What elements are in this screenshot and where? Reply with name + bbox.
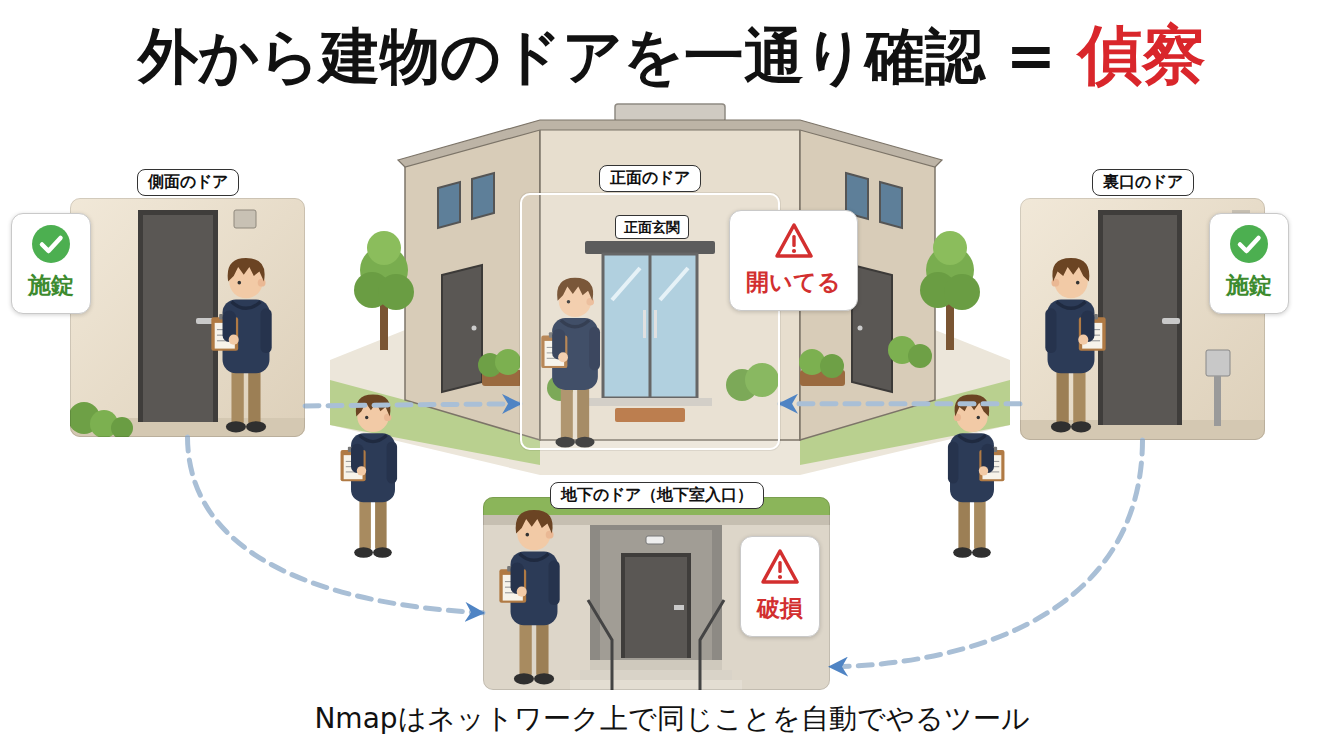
alert-callout: 破損 xyxy=(740,536,820,637)
alert-callout: 開いてる xyxy=(729,210,858,311)
front-door-panel: 正面のドア正面玄関開いてる xyxy=(520,193,780,450)
walk-arrow xyxy=(830,440,1143,667)
title-text: 外から建物のドアを一通り確認 = xyxy=(138,17,1056,98)
door-panel: 側面のドア施錠 xyxy=(70,198,305,437)
caption-bar: Nmapはネットワーク上で同じことを自動でやるツール xyxy=(0,700,1344,738)
walk-arrow xyxy=(188,437,484,613)
warning-icon xyxy=(760,547,800,587)
panel-heading: 側面のドア xyxy=(137,169,239,196)
check-icon xyxy=(1229,224,1269,264)
caption-text: Nmapはネットワーク上で同じことを自動でやるツール xyxy=(314,702,1029,735)
door-panel: 地下のドア（地下室入口）破損 xyxy=(483,497,830,690)
callout-text: 施錠 xyxy=(28,270,74,301)
door-panel: 裏口のドア施錠 xyxy=(1020,198,1265,440)
title-bar: 外から建物のドアを一通り確認 = 偵察 xyxy=(0,12,1344,99)
walk-arrow xyxy=(780,401,1020,406)
panel-heading: 裏口のドア xyxy=(1092,169,1194,196)
highlight-word: 偵察 xyxy=(1078,12,1206,99)
callout-text: 破損 xyxy=(757,593,803,624)
check-icon xyxy=(31,224,71,264)
panel-heading: 地下のドア（地下室入口） xyxy=(550,482,764,509)
status-callout: 施錠 xyxy=(1209,213,1289,314)
entrance-sign: 正面玄関 xyxy=(615,215,689,239)
callout-text: 開いてる xyxy=(746,267,841,298)
warning-icon xyxy=(774,221,814,261)
panel-heading: 正面のドア xyxy=(599,165,701,192)
callout-text: 施錠 xyxy=(1226,270,1272,301)
sign-text: 正面玄関 xyxy=(624,219,680,235)
status-callout: 施錠 xyxy=(11,213,91,314)
walk-arrow xyxy=(305,404,520,406)
